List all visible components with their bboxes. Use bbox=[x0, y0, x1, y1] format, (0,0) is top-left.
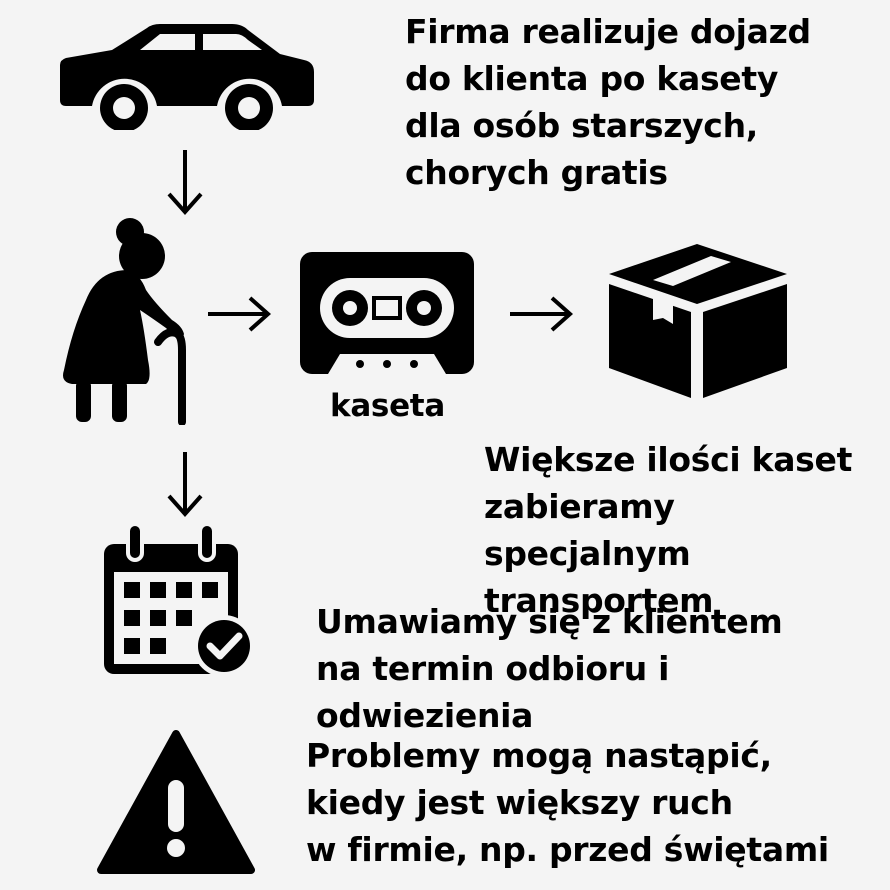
box-icon bbox=[609, 244, 787, 398]
elderly-person-icon bbox=[63, 218, 186, 425]
box-text: Większe ilości kaset zabieramy specjalny… bbox=[484, 440, 853, 620]
car-icon bbox=[60, 24, 314, 130]
top-text: Firma realizuje dojazd do klienta po kas… bbox=[405, 12, 811, 192]
calendar-check-icon bbox=[104, 522, 255, 677]
arrow-right-icon bbox=[510, 296, 574, 332]
arrow-right-icon bbox=[208, 296, 272, 332]
cassette-icon bbox=[300, 252, 474, 374]
arrow-down-icon bbox=[167, 150, 203, 216]
arrow-down-icon bbox=[167, 452, 203, 518]
warning-icon bbox=[97, 730, 255, 874]
calendar-text: Umawiamy się z klientem na termin odbior… bbox=[316, 602, 783, 735]
cassette-label: kaseta bbox=[330, 388, 445, 424]
warning-text: Problemy mogą nastąpić, kiedy jest więks… bbox=[306, 736, 829, 869]
